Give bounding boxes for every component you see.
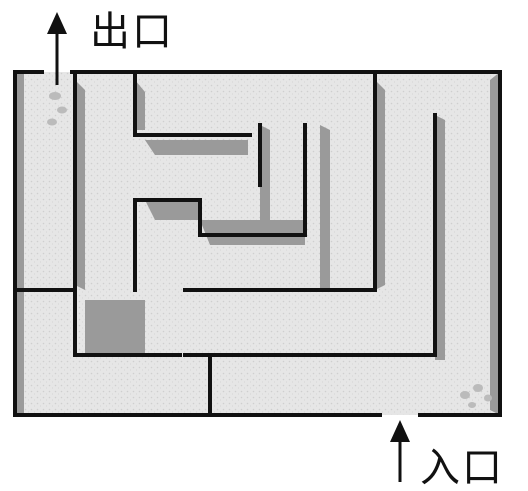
entrance-label: 入口 xyxy=(420,448,504,488)
exit-label: 出口 xyxy=(90,12,174,52)
entrance-arrow-icon xyxy=(390,420,410,482)
